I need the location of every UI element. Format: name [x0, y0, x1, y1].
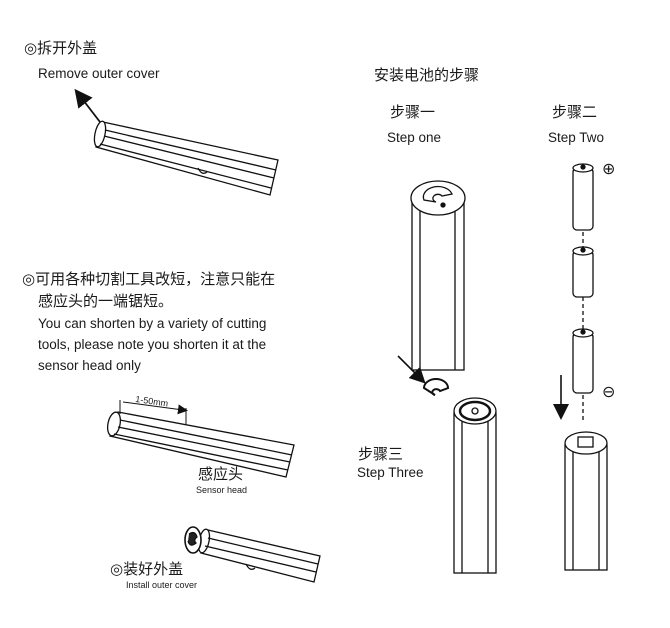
step-one-label-cn: 步骤一 [390, 103, 436, 121]
step-two-label-cn: 步骤二 [552, 103, 598, 121]
sensor-head-label-cn: 感应头 [198, 465, 244, 483]
step-one-label-en: Step one [387, 130, 442, 145]
battery-negative-icon: ⊖ [602, 382, 616, 401]
rod-shorten [106, 400, 295, 478]
install-cover-title-en: Install outer cover [126, 580, 198, 590]
shorten-en-line3: sensor head only [38, 358, 141, 373]
install-cover-title-cn: ◎装好外盖 [110, 560, 184, 578]
rod-install-cover [184, 526, 321, 583]
tube-step-one [410, 180, 466, 371]
remove-cover-title-en: Remove outer cover [38, 66, 160, 81]
shorten-en-line1: You can shorten by a variety of cutting [38, 316, 267, 331]
battery-stack [553, 163, 594, 420]
step-three-label-en: Step Three [357, 465, 424, 480]
battery-positive-icon: ⊕ [602, 159, 616, 178]
battery-steps-title: 安装电池的步骤 [374, 66, 480, 84]
shorten-en-line2: tools, please note you shorten it at the [38, 337, 267, 352]
tube-step-two [564, 431, 608, 571]
sensor-head-label-en: Sensor head [196, 485, 248, 495]
rod-remove-cover [74, 88, 279, 196]
remove-cover-title-cn: ◎拆开外盖 [24, 39, 98, 57]
tube-step-three [453, 397, 497, 574]
shorten-title-cn-line1: ◎可用各种切割工具改短，注意只能在 [22, 270, 276, 288]
shorten-title-cn-line2: 感应头的一端锯短。 [38, 292, 174, 310]
step-two-label-en: Step Two [548, 130, 605, 145]
step-three-label-cn: 步骤三 [358, 445, 404, 463]
cap-step-three [397, 355, 450, 396]
